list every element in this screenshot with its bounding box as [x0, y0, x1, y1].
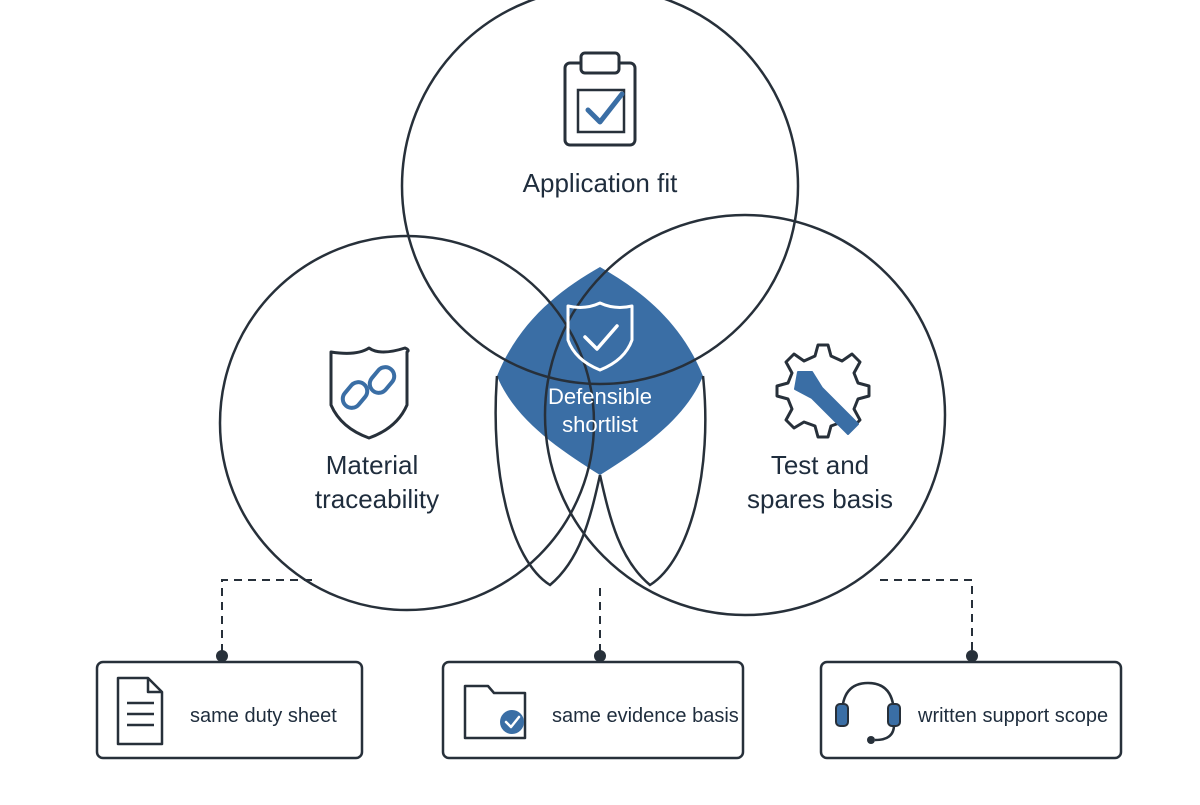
circle-material-traceability	[218, 234, 596, 612]
folder-check-icon	[463, 684, 527, 740]
card-evidence-basis: same evidence basis	[441, 660, 745, 760]
label-test-line1: Test and	[771, 450, 869, 480]
connector-left	[221, 579, 312, 655]
label-material-line1: Material	[326, 450, 418, 480]
lower-lens-left	[494, 375, 602, 587]
card-label-duty-sheet: same duty sheet	[190, 705, 337, 727]
card-support-scope: written support scope	[819, 660, 1123, 760]
card-duty-sheet: same duty sheet	[95, 660, 364, 760]
shield-link-icon	[329, 346, 410, 440]
connector-dot-left	[216, 650, 228, 662]
label-material-line2: traceability	[315, 484, 439, 514]
label-application-fit: Application fit	[523, 168, 678, 198]
label-test-line2: spares basis	[747, 484, 893, 514]
card-label-evidence-basis: same evidence basis	[552, 705, 739, 727]
clipboard-check-icon	[563, 51, 637, 147]
card-label-support-scope: written support scope	[917, 705, 1108, 727]
headset-icon	[835, 681, 901, 744]
lower-lens-right	[598, 375, 707, 587]
circle-application-fit	[400, 0, 800, 386]
gear-wrench-icon	[775, 343, 871, 439]
document-icon	[116, 676, 164, 746]
center-label-line2: shortlist	[562, 412, 638, 437]
connector-dot-right	[966, 650, 978, 662]
circle-test-spares	[543, 213, 947, 617]
connector-right	[880, 579, 973, 655]
connector-dot-center	[594, 650, 606, 662]
shield-check-icon	[566, 301, 634, 372]
center-label-line1: Defensible	[548, 384, 652, 409]
